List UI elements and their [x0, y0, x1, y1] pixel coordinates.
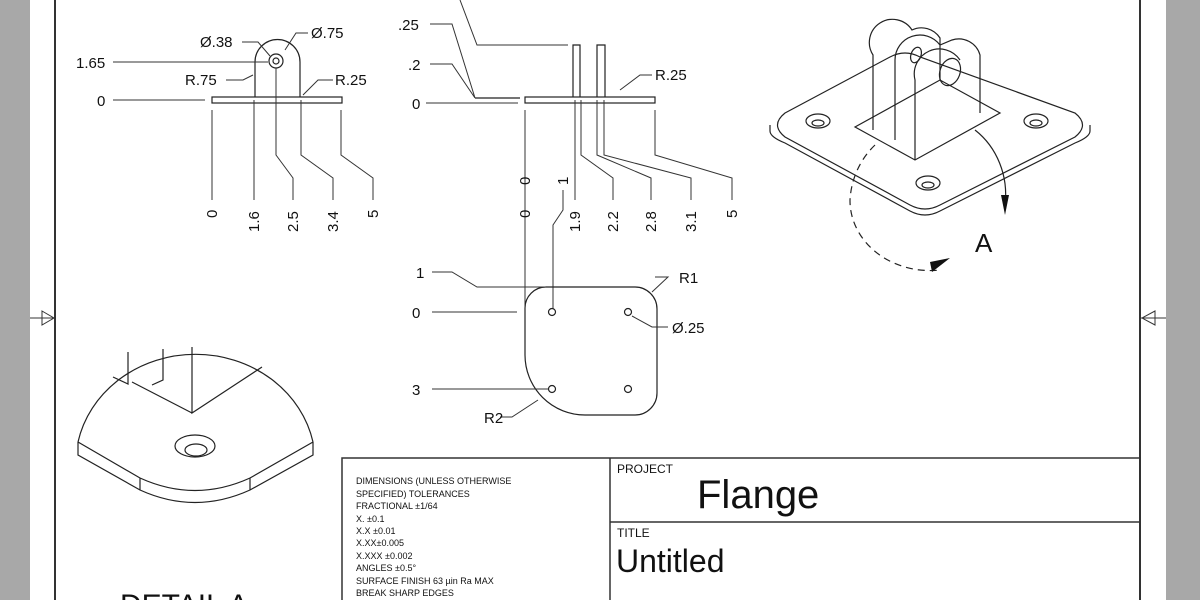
- callout-dia-075: Ø.75: [311, 25, 344, 42]
- isometric-view: A: [769, 18, 1091, 272]
- title-block: DIMENSIONS (UNLESS OTHERWISE SPECIFIED) …: [341, 457, 1141, 600]
- centering-mark-right: [1140, 310, 1166, 326]
- dim-side-x-1: 1: [555, 177, 572, 185]
- dim-front-y-1-65: 1.65: [76, 55, 105, 72]
- arrow-head-icon: [930, 258, 950, 272]
- project-label: PROJECT: [617, 462, 674, 476]
- dim-top-y-1: 1: [416, 265, 424, 282]
- centering-mark-left: [30, 310, 55, 326]
- callout-side-r025: R.25: [655, 67, 687, 84]
- dim-front-x-1-6: 1.6: [246, 211, 263, 232]
- detail-view: DETAIL A: [77, 347, 314, 600]
- note-line: DIMENSIONS (UNLESS OTHERWISE: [356, 476, 511, 486]
- callout-r1: R1: [679, 270, 698, 287]
- arrow-head-icon: [1001, 195, 1009, 215]
- note-line: X.X ±0.01: [356, 526, 395, 536]
- callout-dia-025: Ø.25: [672, 320, 705, 337]
- project-value: Flange: [697, 473, 819, 517]
- dim-front-x-2-5: 2.5: [285, 211, 302, 232]
- dim-side-x-0a: 0: [517, 177, 534, 185]
- callout-r075: R.75: [185, 72, 217, 89]
- note-line: SURFACE FINISH 63 µin Ra MAX: [356, 576, 494, 586]
- tolerance-notes: DIMENSIONS (UNLESS OTHERWISE SPECIFIED) …: [356, 476, 511, 598]
- note-line: X.XX±0.005: [356, 538, 404, 548]
- note-line: X. ±0.1: [356, 514, 384, 524]
- dim-side-x-2-2: 2.2: [605, 211, 622, 232]
- note-line: ANGLES ±0.5°: [356, 563, 416, 573]
- note-line: BREAK SHARP EDGES: [356, 588, 454, 598]
- dim-side-y-0: 0: [412, 96, 420, 113]
- top-view: 1 0 3 R1 Ø.25 R2: [412, 265, 705, 427]
- note-line: X.XXX ±0.002: [356, 551, 412, 561]
- dim-side-y-025: .25: [398, 17, 419, 34]
- dim-front-x-0: 0: [204, 210, 221, 218]
- right-gutter: [1166, 0, 1200, 600]
- detail-marker-a: A: [975, 228, 993, 258]
- callout-dia-038: Ø.38: [200, 34, 233, 51]
- left-gutter: [0, 0, 30, 600]
- side-view: .25 .2 0 R.25 0 0 1 1.9 2.2 2.8 3.1 5: [398, 0, 741, 310]
- callout-r2: R2: [484, 410, 503, 427]
- detail-view-label: DETAIL A: [120, 589, 248, 600]
- dim-front-y-0: 0: [97, 93, 105, 110]
- callout-r025: R.25: [335, 72, 367, 89]
- dim-front-x-5: 5: [365, 210, 382, 218]
- front-view: 0 1.65 Ø.38 Ø.75 R.75 R.25 0 1.6 2.5 3.4…: [76, 25, 382, 232]
- dim-side-y-02: .2: [408, 57, 421, 74]
- title-value: Untitled: [616, 543, 725, 579]
- note-line: SPECIFIED) TOLERANCES: [356, 489, 470, 499]
- dim-side-x-0b: 0: [517, 210, 534, 218]
- dim-side-x-5: 5: [724, 210, 741, 218]
- title-label: TITLE: [617, 526, 650, 540]
- dim-side-x-2-8: 2.8: [643, 211, 660, 232]
- dim-side-x-3-1: 3.1: [683, 211, 700, 232]
- dim-top-y-0: 0: [412, 305, 420, 322]
- note-line: FRACTIONAL ±1/64: [356, 501, 438, 511]
- dim-front-x-3-4: 3.4: [325, 211, 342, 232]
- dim-top-y-3: 3: [412, 382, 420, 399]
- dim-side-x-1-9: 1.9: [567, 211, 584, 232]
